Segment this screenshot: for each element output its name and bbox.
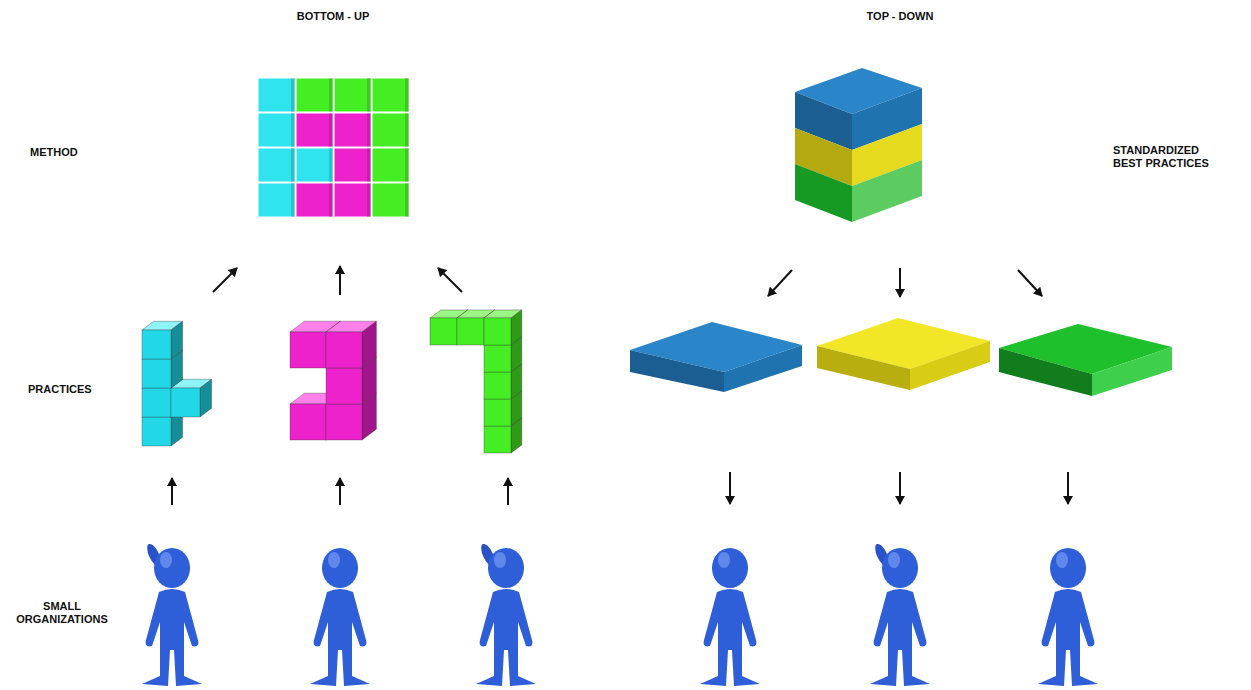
grid-cell — [258, 78, 295, 112]
person-figure — [142, 542, 202, 686]
row-label: METHOD — [30, 146, 120, 159]
grid-cell-shade — [291, 113, 295, 147]
grid-cell — [296, 113, 333, 147]
highlight — [160, 552, 172, 568]
cube-front — [290, 404, 326, 440]
cube-front — [171, 388, 200, 417]
grid-cell-shade — [405, 183, 409, 217]
cube-front — [142, 417, 171, 446]
body — [310, 589, 370, 686]
grid-cell — [372, 148, 409, 182]
cube-front — [326, 404, 362, 440]
grid-cell-shade — [329, 78, 333, 112]
grid-cell-shade — [405, 148, 409, 182]
flow-arrows — [172, 266, 1068, 505]
grid-cell — [334, 183, 371, 217]
highlight — [888, 552, 900, 568]
body — [700, 589, 760, 686]
grid-cell-shade — [329, 113, 333, 147]
grid-cell — [372, 113, 409, 147]
body — [870, 589, 930, 686]
cube-front — [430, 318, 457, 345]
grid-cell — [296, 148, 333, 182]
grid-cell — [372, 78, 409, 112]
grid-cell — [334, 78, 371, 112]
highlight — [1056, 552, 1068, 568]
grid-cell-shade — [367, 148, 371, 182]
grid-cell — [258, 183, 295, 217]
grid-cell-shade — [367, 78, 371, 112]
standard-stack — [795, 68, 922, 222]
cube-front — [290, 332, 326, 368]
head — [712, 548, 748, 588]
cube-front — [326, 332, 362, 368]
cube-front — [484, 399, 511, 426]
head — [154, 548, 190, 588]
row-label: SMALL ORGANIZATIONS — [12, 600, 112, 626]
highlight — [494, 552, 506, 568]
grid-cell-shade — [329, 148, 333, 182]
row-label: STANDARDIZED BEST PRACTICES — [1113, 144, 1213, 170]
person-figure — [476, 542, 536, 686]
grid-cell-shade — [291, 78, 295, 112]
person-figure — [310, 548, 370, 686]
person-figure — [870, 542, 930, 686]
grid-cell-shade — [329, 183, 333, 217]
head — [1050, 548, 1086, 588]
cube-front — [142, 388, 171, 417]
grid-cell — [258, 113, 295, 147]
grid-cell — [296, 183, 333, 217]
cube-side — [362, 321, 376, 368]
people-figures — [142, 542, 1098, 686]
highlight — [328, 552, 340, 568]
person-figure — [1038, 548, 1098, 686]
method-grid — [258, 78, 409, 217]
grid-cell-shade — [405, 78, 409, 112]
cube-front — [326, 368, 362, 404]
grid-cell — [372, 183, 409, 217]
head — [322, 548, 358, 588]
column-heading: BOTTOM - UP — [262, 10, 404, 23]
cube-front — [457, 318, 484, 345]
body — [1038, 589, 1098, 686]
cube-side — [171, 321, 183, 359]
body — [142, 589, 202, 686]
grid-cell — [334, 148, 371, 182]
grid-cell — [296, 78, 333, 112]
practice-slabs — [630, 318, 1172, 396]
cube-front — [142, 359, 171, 388]
row-label: PRACTICES — [28, 383, 128, 396]
grid-cell-shade — [291, 183, 295, 217]
grid-cell-shade — [367, 113, 371, 147]
body — [476, 589, 536, 686]
cube-front — [484, 318, 511, 345]
head — [488, 548, 524, 588]
cube-side — [511, 310, 522, 345]
grid-cell-shade — [367, 183, 371, 217]
cube-front — [484, 426, 511, 453]
block-pieces — [142, 310, 522, 453]
grid-cell — [258, 148, 295, 182]
cube-front — [484, 345, 511, 372]
grid-cell-shade — [405, 113, 409, 147]
grid-cell-shade — [291, 148, 295, 182]
person-figure — [700, 548, 760, 686]
head — [882, 548, 918, 588]
cube-side — [200, 379, 212, 417]
highlight — [718, 552, 730, 568]
cube-front — [484, 372, 511, 399]
grid-cell — [334, 113, 371, 147]
column-heading: TOP - DOWN — [830, 10, 970, 23]
cube-front — [142, 330, 171, 359]
